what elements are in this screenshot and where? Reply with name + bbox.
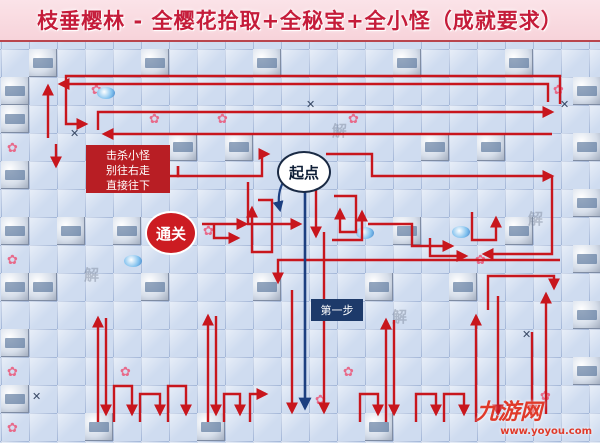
exit-label: 通关: [155, 224, 186, 243]
wall-tile: [1, 329, 29, 357]
sakura-icon: ✿: [553, 83, 564, 98]
wall-tile: [573, 357, 600, 385]
sakura-icon: ✿: [7, 421, 18, 436]
route-line: [358, 392, 384, 422]
route-line: [112, 384, 138, 422]
route-line: [96, 106, 555, 130]
wall-tile: [573, 189, 600, 217]
sakura-icon: ✿: [217, 112, 228, 127]
wall-tile: [421, 133, 449, 161]
start-marker: 起点: [277, 151, 331, 193]
wall-tile: [573, 301, 600, 329]
route-line: [246, 198, 274, 254]
wall-tile: [573, 77, 600, 105]
wall-tile: [573, 133, 600, 161]
route-line: [481, 176, 554, 260]
sakura-icon: ✿: [91, 84, 102, 97]
route-line: [332, 209, 368, 242]
wall-tile: [1, 105, 29, 133]
route-line: [222, 392, 246, 422]
wall-tile: [393, 217, 421, 245]
route-line: [428, 238, 469, 262]
monster-icon: [124, 255, 142, 267]
faint-mark: 解: [528, 210, 544, 228]
faint-mark: 解: [84, 266, 100, 284]
sakura-icon: ✿: [149, 112, 160, 127]
route-line: [368, 222, 455, 252]
monster-icon: [452, 226, 470, 238]
wall-tile: [477, 133, 505, 161]
wall-tile: [505, 217, 533, 245]
route-line: [64, 74, 562, 130]
wall-tile: [505, 49, 533, 77]
route-line: [176, 148, 271, 178]
wall-tile: [365, 413, 393, 441]
start-label: 起点: [288, 163, 319, 182]
wall-tile: [29, 273, 57, 301]
crossed-swords-icon: ✕: [32, 390, 42, 403]
crossed-swords-icon: ✕: [560, 98, 570, 111]
hint-box: 击杀小怪 别往右走 直接往下: [86, 145, 170, 193]
site-watermark: 九游网 www.yoyou.com: [476, 394, 600, 443]
route-line: [248, 388, 269, 422]
route-line: [326, 152, 555, 182]
wall-tile: [29, 49, 57, 77]
wall-tile: [393, 49, 421, 77]
hint-line: 别往右走: [106, 164, 150, 177]
wall-tile: [449, 273, 477, 301]
watermark-brand: 九游网: [476, 400, 543, 425]
watermark-url: www.yoyou.com: [500, 426, 592, 437]
sakura-icon: ✿: [7, 365, 18, 380]
crossed-swords-icon: ✕: [522, 328, 532, 341]
hint-line: 直接往下: [106, 179, 150, 192]
wall-tile: [1, 161, 29, 189]
first-step-text: 第一步: [320, 304, 354, 317]
hint-line: 击杀小怪: [106, 149, 150, 162]
monster-icon: [356, 227, 374, 239]
wall-tile: [1, 217, 29, 245]
route-line: [470, 212, 502, 242]
route-line: [334, 194, 358, 234]
first-step-label: 第一步: [311, 299, 363, 321]
route-line: [414, 392, 442, 422]
sakura-icon: ✿: [315, 393, 326, 408]
faint-mark: 解: [332, 122, 348, 140]
wall-tile: [169, 133, 197, 161]
wall-tile: [57, 217, 85, 245]
crossed-swords-icon: ✕: [70, 127, 80, 140]
wall-tile: [141, 49, 169, 77]
faint-mark: 解: [392, 308, 408, 326]
page-title: 枝垂樱林 - 全樱花拾取+全秘宝+全小怪（成就要求）: [37, 9, 563, 33]
wall-tile: [113, 217, 141, 245]
sakura-icon: ✿: [203, 224, 214, 239]
route-line: [57, 78, 550, 102]
sakura-icon: ✿: [348, 112, 359, 127]
route-line: [166, 384, 192, 422]
sakura-icon: ✿: [7, 253, 18, 268]
sakura-icon: ✿: [7, 141, 18, 156]
route-overlay: [42, 74, 562, 422]
monster-icon: [97, 87, 115, 99]
wall-tile: [1, 77, 29, 105]
sakura-icon: ✿: [120, 365, 131, 380]
route-line: [138, 392, 166, 422]
wall-tile: [1, 385, 29, 413]
exit-marker: 通关: [145, 211, 197, 255]
map-board: ✿ ✿ ✿ ✿ ✿ ✿ ✿ ✿ ✿ ✿ ✿ ✿ ✿ ✿ ✿ ✕ ✕ ✕ ✕ ✕ …: [0, 42, 600, 443]
route-line: [486, 274, 560, 310]
sakura-icon: ✿: [343, 365, 354, 380]
title-banner: 枝垂樱林 - 全樱花拾取+全秘宝+全小怪（成就要求）: [0, 0, 600, 42]
wall-tile: [253, 49, 281, 77]
wall-tile: [1, 273, 29, 301]
wall-tile: [225, 133, 253, 161]
wall-tile: [141, 273, 169, 301]
route-line: [442, 392, 470, 422]
wall-tile: [573, 245, 600, 273]
wall-tile: [197, 413, 225, 441]
route-line: [272, 258, 560, 285]
route-line: [212, 224, 241, 244]
wall-tile: [365, 273, 393, 301]
crossed-swords-icon: ✕: [306, 98, 316, 111]
